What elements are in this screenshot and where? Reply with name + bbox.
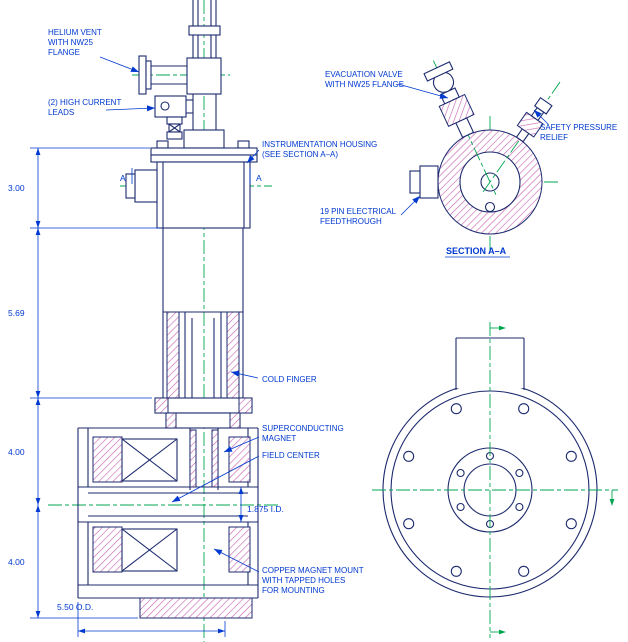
copper-magnet-mount-label-2: WITH TAPPED HOLES xyxy=(262,576,345,585)
high-current-leads-label-2: LEADS xyxy=(48,108,74,117)
dim-housing-height: 3.00 xyxy=(8,183,25,193)
cold-finger xyxy=(166,311,240,399)
safety-relief-label-1: SAFETY PRESSURE xyxy=(540,123,617,132)
safety-relief-label-2: RELIEF xyxy=(540,133,568,142)
section-marker-left: A xyxy=(120,173,126,183)
cold-finger-label: COLD FINGER xyxy=(262,375,317,384)
evacuation-valve-label-1: EVACUATION VALVE xyxy=(325,70,403,79)
magnet-coil-lower xyxy=(92,526,251,573)
top-tube xyxy=(188,0,221,62)
superconducting-magnet-label-1: SUPERCONDUCTING xyxy=(262,424,344,433)
feedthrough-port xyxy=(409,165,439,199)
dim-neck-height: 5.69 xyxy=(8,308,25,318)
main-elevation-view: A A xyxy=(8,0,377,642)
bottom-end-view xyxy=(372,322,618,638)
instrumentation-housing-label-2: (SEE SECTION A–A) xyxy=(262,150,338,159)
copper-magnet-mount-label-1: COPPER MAGNET MOUNT xyxy=(262,566,364,575)
dim-mount-od: 5.50 O.D. xyxy=(57,602,93,612)
instrumentation-housing xyxy=(125,161,251,229)
helium-vent-label-3: FLANGE xyxy=(48,48,80,57)
bottom-mount-plate xyxy=(78,584,258,619)
helium-vent-label-2: WITH NW25 xyxy=(48,38,93,47)
section-aa-view: EVACUATION VALVE WITH NW25 FLANGE SAFETY… xyxy=(320,60,617,258)
nw25-flange xyxy=(138,55,147,95)
dimension-chain: 3.00 5.69 4.00 4.00 xyxy=(8,147,160,619)
magnet-bore xyxy=(78,486,258,523)
helium-vent-assembly xyxy=(138,55,222,95)
housing-side-port xyxy=(134,169,158,203)
feedthrough-label-2: FEEDTHROUGH xyxy=(320,217,382,226)
high-current-leads-label-1: (2) HIGH CURRENT xyxy=(48,98,121,107)
dim-bore-id: 1.875 I.D. xyxy=(247,504,284,514)
helium-vent-label-1: HELIUM VENT xyxy=(48,28,102,37)
valve-nw25-flange xyxy=(423,61,454,82)
magnet-coil-upper xyxy=(92,436,251,483)
section-aa-title: SECTION A–A xyxy=(446,246,507,256)
bore-id-dimension: 1.875 I.D. xyxy=(238,487,284,522)
instrumentation-housing-label-1: INSTRUMENTATION HOUSING xyxy=(262,140,377,149)
superconducting-magnet-label-2: MAGNET xyxy=(262,434,296,443)
copper-magnet-mount-label-3: FOR MOUNTING xyxy=(262,586,325,595)
dim-magnet-upper: 4.00 xyxy=(8,447,25,457)
section-direction-arrows xyxy=(490,325,615,635)
evacuation-valve xyxy=(423,60,497,195)
dim-magnet-lower: 4.00 xyxy=(8,557,25,567)
leader-lines xyxy=(99,56,260,573)
outer-bolt-holes xyxy=(403,403,577,577)
section-cut-marks: A A xyxy=(120,168,262,184)
section-marker-right: A xyxy=(256,173,262,183)
magnet-top-flanges xyxy=(154,397,253,429)
feedthrough-label-1: 19 PIN ELECTRICAL xyxy=(320,207,397,216)
mount-od-dimension: 5.50 O.D. xyxy=(57,602,226,637)
evacuation-valve-label-2: WITH NW25 FLANGE xyxy=(325,80,404,89)
high-current-leads-fitting xyxy=(154,95,193,140)
field-center-label: FIELD CENTER xyxy=(262,451,320,460)
top-flange xyxy=(150,129,258,163)
